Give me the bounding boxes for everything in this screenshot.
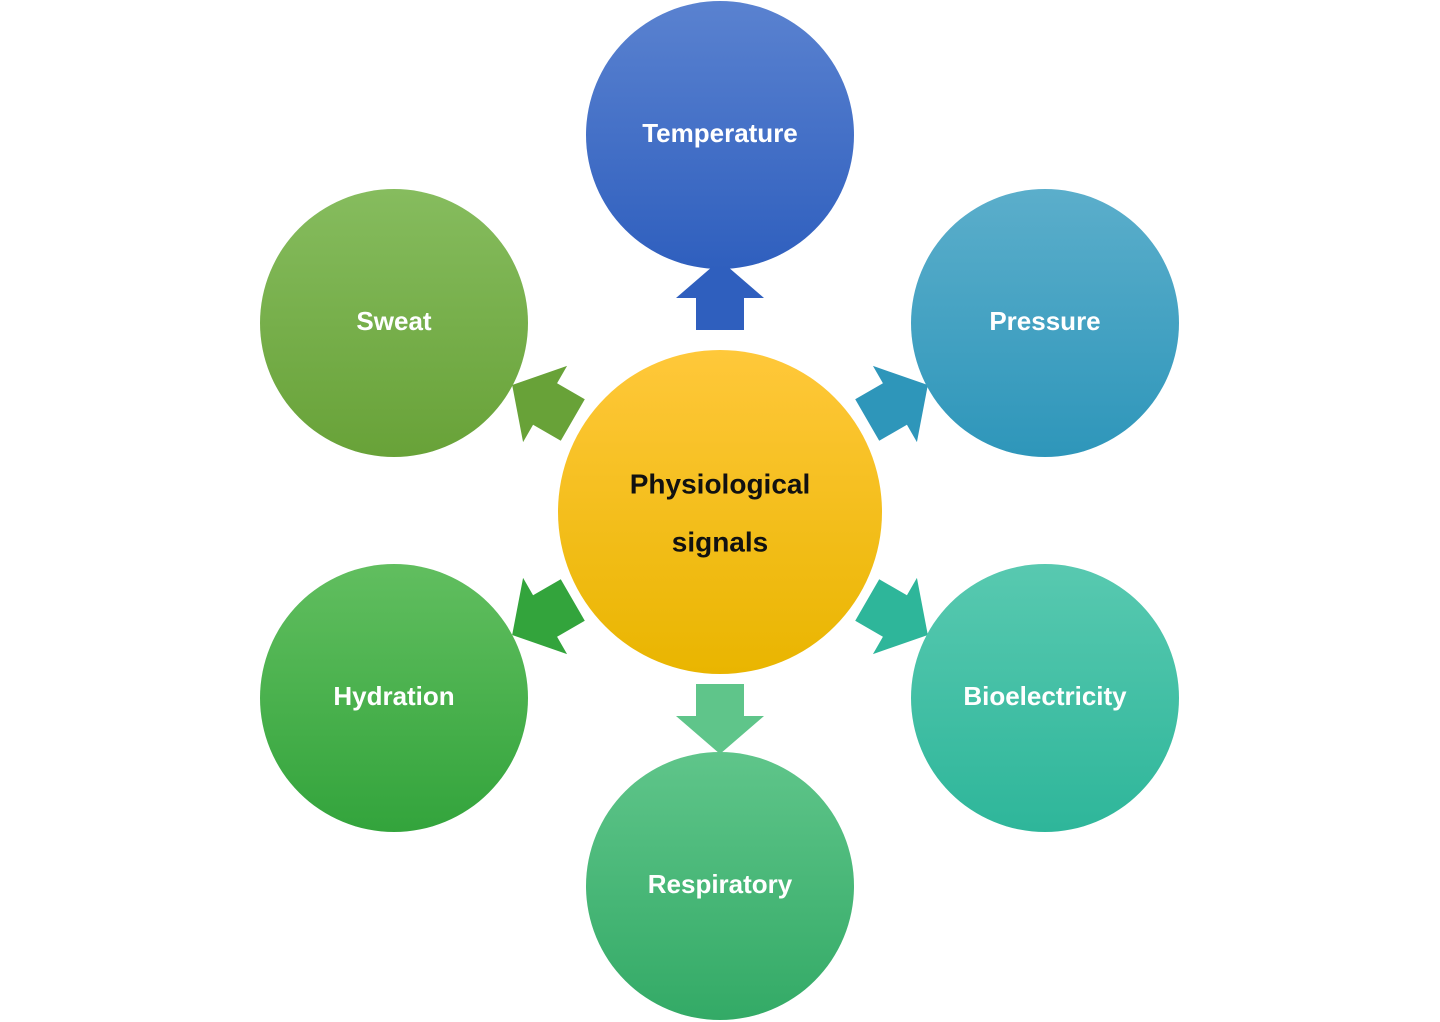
node-physiological-signals: Physiological signals — [558, 350, 882, 674]
hydration-label: Hydration — [333, 681, 454, 711]
node-sweat: Sweat — [260, 189, 528, 457]
temperature-circle — [586, 1, 854, 269]
pressure-circle — [911, 189, 1179, 457]
temperature-label: Temperature — [642, 118, 798, 148]
arrow-to-pressure — [855, 365, 928, 443]
node-hydration: Hydration — [260, 564, 528, 832]
pressure-label: Pressure — [989, 306, 1100, 336]
respiratory-label: Respiratory — [648, 869, 793, 899]
arrow-to-hydration — [512, 577, 585, 655]
arrow-to-sweat — [512, 365, 585, 443]
node-temperature: Temperature — [586, 1, 854, 269]
respiratory-circle — [586, 752, 854, 1020]
node-respiratory: Respiratory — [586, 752, 854, 1020]
bioelectricity-label: Bioelectricity — [963, 681, 1127, 711]
bioelectricity-circle — [911, 564, 1179, 832]
arrow-to-respiratory — [676, 684, 764, 754]
arrow-to-bioelectricity — [855, 577, 928, 655]
hydration-circle — [260, 564, 528, 832]
arrow-to-temperature — [676, 260, 764, 330]
center-label-line2: signals — [672, 527, 768, 558]
center-circle — [558, 350, 882, 674]
center-label-line1: Physiological — [630, 469, 811, 500]
sweat-label: Sweat — [356, 306, 431, 336]
node-bioelectricity: Bioelectricity — [911, 564, 1179, 832]
sweat-circle — [260, 189, 528, 457]
node-pressure: Pressure — [911, 189, 1179, 457]
